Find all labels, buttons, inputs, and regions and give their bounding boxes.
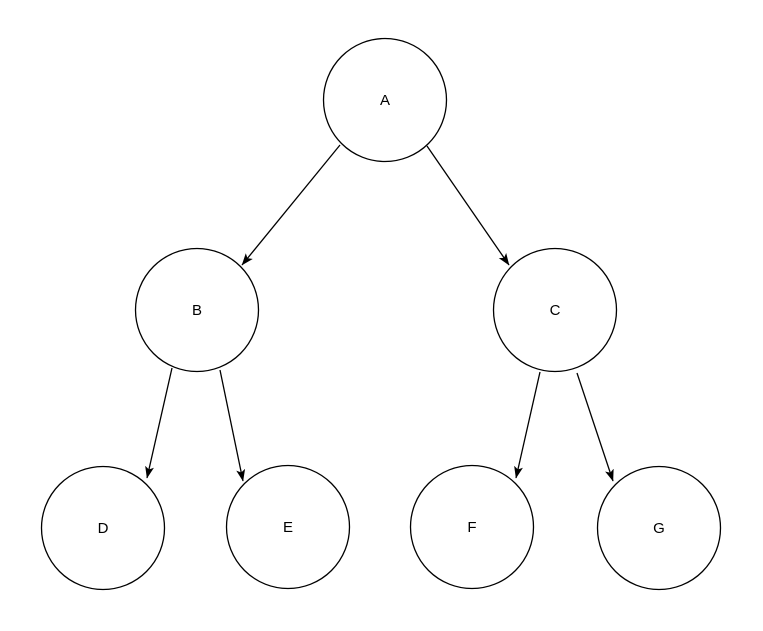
node-label-G: G (653, 520, 665, 537)
node-circle-E[interactable] (225, 464, 351, 590)
node-label-A: A (380, 92, 390, 109)
tree-node-F[interactable]: F (409, 464, 535, 590)
node-circle-C[interactable] (492, 247, 618, 373)
edge-C-F (514, 371, 541, 479)
node-circle-G[interactable] (596, 465, 722, 591)
node-label-B: B (192, 302, 202, 319)
nodes-layer: A B C D E F G (40, 37, 722, 591)
tree-node-A[interactable]: A (322, 37, 448, 163)
node-circle-B[interactable] (134, 247, 260, 373)
tree-node-B[interactable]: B (134, 247, 260, 373)
node-label-D: D (98, 520, 109, 537)
node-circle-A[interactable] (322, 37, 448, 163)
node-label-E: E (283, 519, 293, 536)
edge-A-C (426, 145, 510, 266)
tree-node-E[interactable]: E (225, 464, 351, 590)
edge-C-G (576, 372, 614, 482)
node-label-C: C (550, 302, 561, 319)
node-label-F: F (467, 519, 476, 536)
edges-layer (145, 144, 614, 482)
edge-A-B (241, 144, 341, 266)
tree-node-C[interactable]: C (492, 247, 618, 373)
edge-B-E (219, 369, 246, 482)
edge-B-D (145, 367, 173, 479)
node-circle-D[interactable] (40, 465, 166, 591)
tree-node-D[interactable]: D (40, 465, 166, 591)
tree-node-G[interactable]: G (596, 465, 722, 591)
node-circle-F[interactable] (409, 464, 535, 590)
